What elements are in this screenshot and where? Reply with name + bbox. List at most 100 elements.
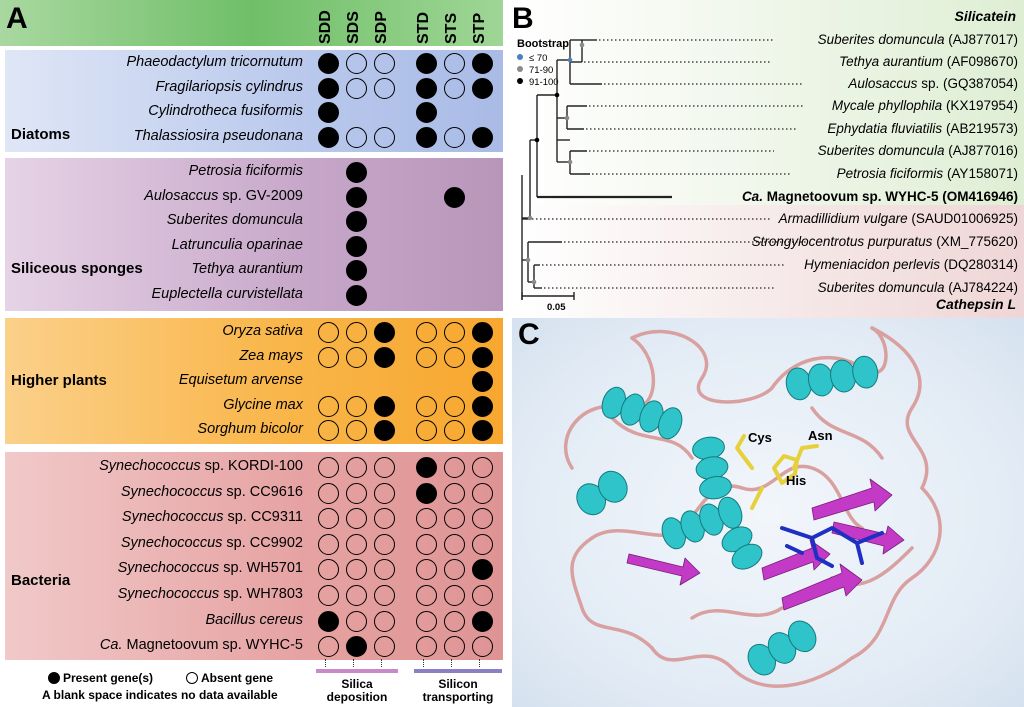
clade-cathepsin-title: Cathepsin L [935,296,1016,312]
absent-gene-dot [444,636,465,658]
species-label: Fragilariopsis cylindrus [155,78,303,95]
species-label: Suberites domuncula [166,212,303,229]
absent-gene-dot [472,482,493,504]
bracket-tick [479,659,480,667]
species-label: Petrosia ficiformis [188,163,303,179]
absent-gene-dot [374,482,395,504]
bootstrap-node [567,159,573,165]
present-gene-dot [346,260,367,282]
silicatein-clade-background [516,0,1024,205]
silicon-transporting-label: Silicon transporting [422,677,494,704]
coil-loop [870,326,929,490]
residue-label-his: His [786,473,807,488]
helix-turn [597,470,628,503]
alpha-helix [692,436,732,500]
absent-gene-dot [374,53,395,74]
present-gene-dot [318,53,339,74]
alpha-helix [661,496,743,550]
species-label: Ca. Magnetoovum sp. WYHC-5 [99,637,303,654]
absent-gene-dot [416,610,437,632]
beta-sheet-arrow [626,553,701,586]
bootstrap-node [567,57,573,63]
coil-loop [650,646,854,688]
active-site-residue [750,486,764,510]
absent-gene-dot [346,77,367,99]
present-gene-dot [416,102,437,123]
absent-gene-dot [346,457,367,478]
absent-gene-dot [318,395,339,417]
bootstrap-node [554,92,560,98]
present-gene-dot [346,211,367,233]
present-gene-dot [318,77,339,99]
bootstrap-node [531,279,537,285]
present-gene-dot [318,126,339,148]
bracket-tick [353,659,354,667]
residue-label-asn: Asn [808,428,833,443]
species-label: Oryza sativa [222,323,303,339]
absent-gene-dot [318,533,339,555]
tree-leaf-label: Tethya aurantium (AF098670) [839,54,1018,69]
absent-gene-dot [318,482,339,504]
absent-gene-dot [444,53,465,74]
present-gene-dot [318,610,339,632]
tree-leaf-label: Aulosaccus sp. (GQ387054) [848,76,1018,91]
tree-leaf-label: Ca. Magnetoovum sp. WYHC-5 (OM416946) [741,189,1018,204]
absent-gene-dot [416,636,437,658]
column-header-sds: SDS [345,11,362,44]
absent-gene-dot [444,585,465,606]
legend-present: Present gene(s) [48,671,153,685]
absent-gene-dot [472,457,493,478]
present-gene-dot [472,77,493,99]
bootstrap-level: 71-90 [517,65,569,77]
present-gene-dot [472,395,493,417]
bootstrap-node [527,215,533,221]
absent-gene-dot [444,559,465,581]
absent-gene-dot [346,420,367,442]
helix-turn [699,476,732,500]
tree-leaf-label: Mycale phyllophila (KX197954) [831,98,1018,113]
present-gene-dot [346,186,367,208]
present-gene-dot [444,186,465,208]
absent-gene-dot [346,585,367,606]
present-gene-dot [472,53,493,74]
present-gene-dot [374,395,395,417]
species-label: Synechococcus sp. WH5701 [117,560,303,577]
absent-gene-dot [318,322,339,343]
absent-gene-dot [416,585,437,606]
column-header-bar [0,0,503,46]
bootstrap-level: ≤ 70 [517,53,569,65]
silica-deposition-label: Silica deposition [326,677,388,704]
legend-absent: Absent gene [186,671,273,685]
absent-gene-dot [416,395,437,417]
tree-leaf-label: Petrosia ficiformis (AY158071) [836,166,1018,181]
active-site-residue [735,434,754,470]
bracket-tick [451,659,452,667]
bracket-tick [325,659,326,667]
absent-gene-dot [346,508,367,530]
absent-gene-dot [416,346,437,368]
absent-gene-dot [318,559,339,581]
species-label: Synechococcus sp. CC9616 [120,483,303,500]
absent-gene-dot [416,508,437,530]
cathepsin-clade-background [516,205,1024,318]
beta-sheet-arrow [811,478,893,521]
absent-gene-dot [374,559,395,581]
bound-ligand [785,544,804,555]
panel-c-letter: C [518,318,540,351]
protein-ribbon-model [564,326,942,688]
species-label: Sorghum bicolor [197,421,303,438]
bootstrap-node [534,137,540,143]
bootstrap-dot-icon [517,78,523,84]
coil-loop [630,329,774,404]
absent-gene-dot [444,395,465,417]
absent-gene-dot [444,533,465,555]
tree-leaf-label: Suberites domuncula (AJ877017) [817,32,1018,47]
absent-gene-dot [444,457,465,478]
alpha-helix [747,620,817,676]
absent-gene-dot [346,395,367,417]
species-label: Phaeodactylum tricornutum [126,54,304,70]
